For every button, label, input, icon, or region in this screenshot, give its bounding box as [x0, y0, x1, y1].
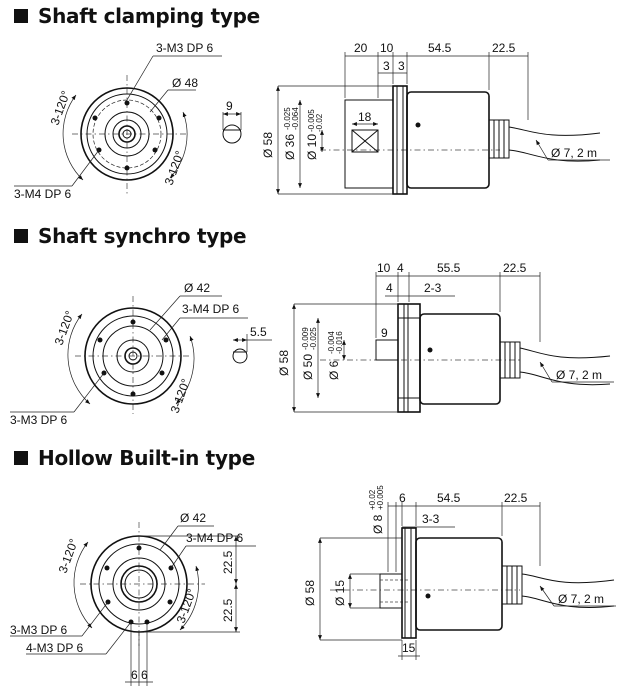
clamp-d20-label: 20 [354, 41, 368, 55]
hollow-d15-label: 15 [402, 641, 416, 655]
synchro-dia42-label: Ø 42 [184, 281, 210, 295]
synchro-m3-label: 3-M3 DP 6 [10, 413, 67, 427]
hollow-dia15-label: Ø 15 [333, 580, 347, 606]
synchro-d9-label: 9 [381, 326, 388, 340]
section-title-shaft-clamping: Shaft clamping type [14, 4, 260, 28]
hollow-d225a-label: 22.5 [221, 550, 235, 574]
hollow-tol8b-label: +0.005 [376, 485, 385, 510]
clamp-flat-label: 9 [226, 99, 233, 113]
synchro-d4-label: 4 [397, 261, 404, 275]
synchro-dia6-label: Ø 6 [327, 360, 341, 380]
synchro-front-view: Ø 42 3-M4 DP 6 3-120° 3-120° 3-M3 DP 6 [10, 281, 248, 427]
clamp-d18-label: 18 [358, 110, 372, 124]
clamp-d545-label: 54.5 [428, 41, 452, 55]
clamp-angle-right-label: 3-120° [162, 149, 187, 187]
title-text: Shaft clamping type [38, 4, 260, 28]
synchro-tol6b-label: -0.016 [335, 331, 344, 354]
hollow-cable-label: Ø 7, 2 m [558, 592, 604, 606]
clamp-side-view: 20 10 54.5 22.5 3 3 18 Ø 58 Ø 36 -0.025 … [261, 41, 610, 195]
hollow-m3-label: 3-M3 DP 6 [10, 623, 67, 637]
synchro-dia58-label: Ø 58 [277, 350, 291, 376]
clamp-d225-label: 22.5 [492, 41, 516, 55]
clamp-shaft-end-view: 9 [222, 99, 242, 144]
clamp-d10-label: 10 [380, 41, 394, 55]
clamp-angle-left-label: 3-120° [48, 89, 73, 127]
clamp-dia10-label: Ø 10 [305, 134, 319, 160]
synchro-d555-label: 55.5 [437, 261, 461, 275]
hollow-dia8-label: Ø 8 [371, 514, 385, 534]
synchro-m4-label: 3-M4 DP 6 [182, 302, 239, 316]
hollow-d33-label: 3-3 [422, 512, 440, 526]
synchro-shaft-end-view: 5.5 [232, 325, 272, 364]
hollow-angle-left-label: 3-120° [56, 537, 81, 575]
section-title-hollow-builtin: Hollow Built-in type [14, 446, 255, 470]
clamp-tol36b-label: -0.064 [291, 107, 300, 130]
clamp-m4-label: 3-M4 DP 6 [14, 187, 71, 201]
hollow-m4-label: 3-M4 DP 6 [186, 531, 243, 545]
hollow-side-view: Ø 8 +0.02 +0.005 6 54.5 22.5 3-3 Ø 58 Ø … [303, 485, 616, 660]
synchro-tol50a-label: -0.009 [301, 327, 310, 350]
synchro-angle-right-label: 3-120° [168, 377, 193, 415]
square-bullet-icon [14, 9, 28, 23]
synchro-cable-label: Ø 7, 2 m [556, 368, 602, 382]
hollow-d225b-label: 22.5 [221, 598, 235, 622]
clamp-m3-label: 3-M3 DP 6 [156, 41, 213, 55]
hollow-d6b-label: 6 [141, 668, 148, 682]
clamp-d3a-label: 3 [383, 59, 390, 73]
synchro-tol6a-label: -0.004 [327, 331, 336, 354]
synchro-d225-label: 22.5 [503, 261, 527, 275]
hollow-m3b-label: 4-M3 DP 6 [26, 641, 83, 655]
synchro-d10-label: 10 [377, 261, 391, 275]
hollow-d545-label: 54.5 [437, 491, 461, 505]
section-title-shaft-synchro: Shaft synchro type [14, 224, 247, 248]
hollow-d6a-label: 6 [131, 668, 138, 682]
synchro-d23-label: 2-3 [424, 281, 442, 295]
title-text: Hollow Built-in type [38, 446, 255, 470]
clamp-tol36a-label: -0.025 [283, 107, 292, 130]
synchro-flat-label: 5.5 [250, 325, 267, 339]
clamp-dia48-label: Ø 48 [172, 76, 198, 90]
clamp-dia58-label: Ø 58 [261, 132, 275, 158]
hollow-tol8a-label: +0.02 [368, 489, 377, 510]
clamp-dia36-label: Ø 36 [283, 134, 297, 160]
synchro-dia50-label: Ø 50 [301, 354, 315, 380]
clamp-tol10b-label: -0.02 [315, 113, 324, 132]
clamp-cable-label: Ø 7, 2 m [551, 146, 597, 160]
synchro-side-view: 10 4 55.5 22.5 4 2-3 9 Ø 58 Ø 50 -0.009 … [277, 261, 614, 413]
square-bullet-icon [14, 451, 28, 465]
hollow-d225-label: 22.5 [504, 491, 528, 505]
synchro-d4b-label: 4 [386, 281, 393, 295]
synchro-tol50b-label: -0.025 [309, 327, 318, 350]
hollow-front-view: Ø 42 3-M4 DP 6 3-120° 3-120° 22.5 22.5 3… [10, 511, 256, 686]
hollow-dia42-label: Ø 42 [180, 511, 206, 525]
hollow-dia58-label: Ø 58 [303, 580, 317, 606]
title-text: Shaft synchro type [38, 224, 247, 248]
hollow-d6-label: 6 [399, 491, 406, 505]
square-bullet-icon [14, 229, 28, 243]
clamp-d3b-label: 3 [398, 59, 405, 73]
clamp-front-view: 3-M3 DP 6 Ø 48 3-120° 3-120° 3-M4 DP 6 [14, 41, 222, 201]
clamp-tol10a-label: -0.005 [307, 109, 316, 132]
